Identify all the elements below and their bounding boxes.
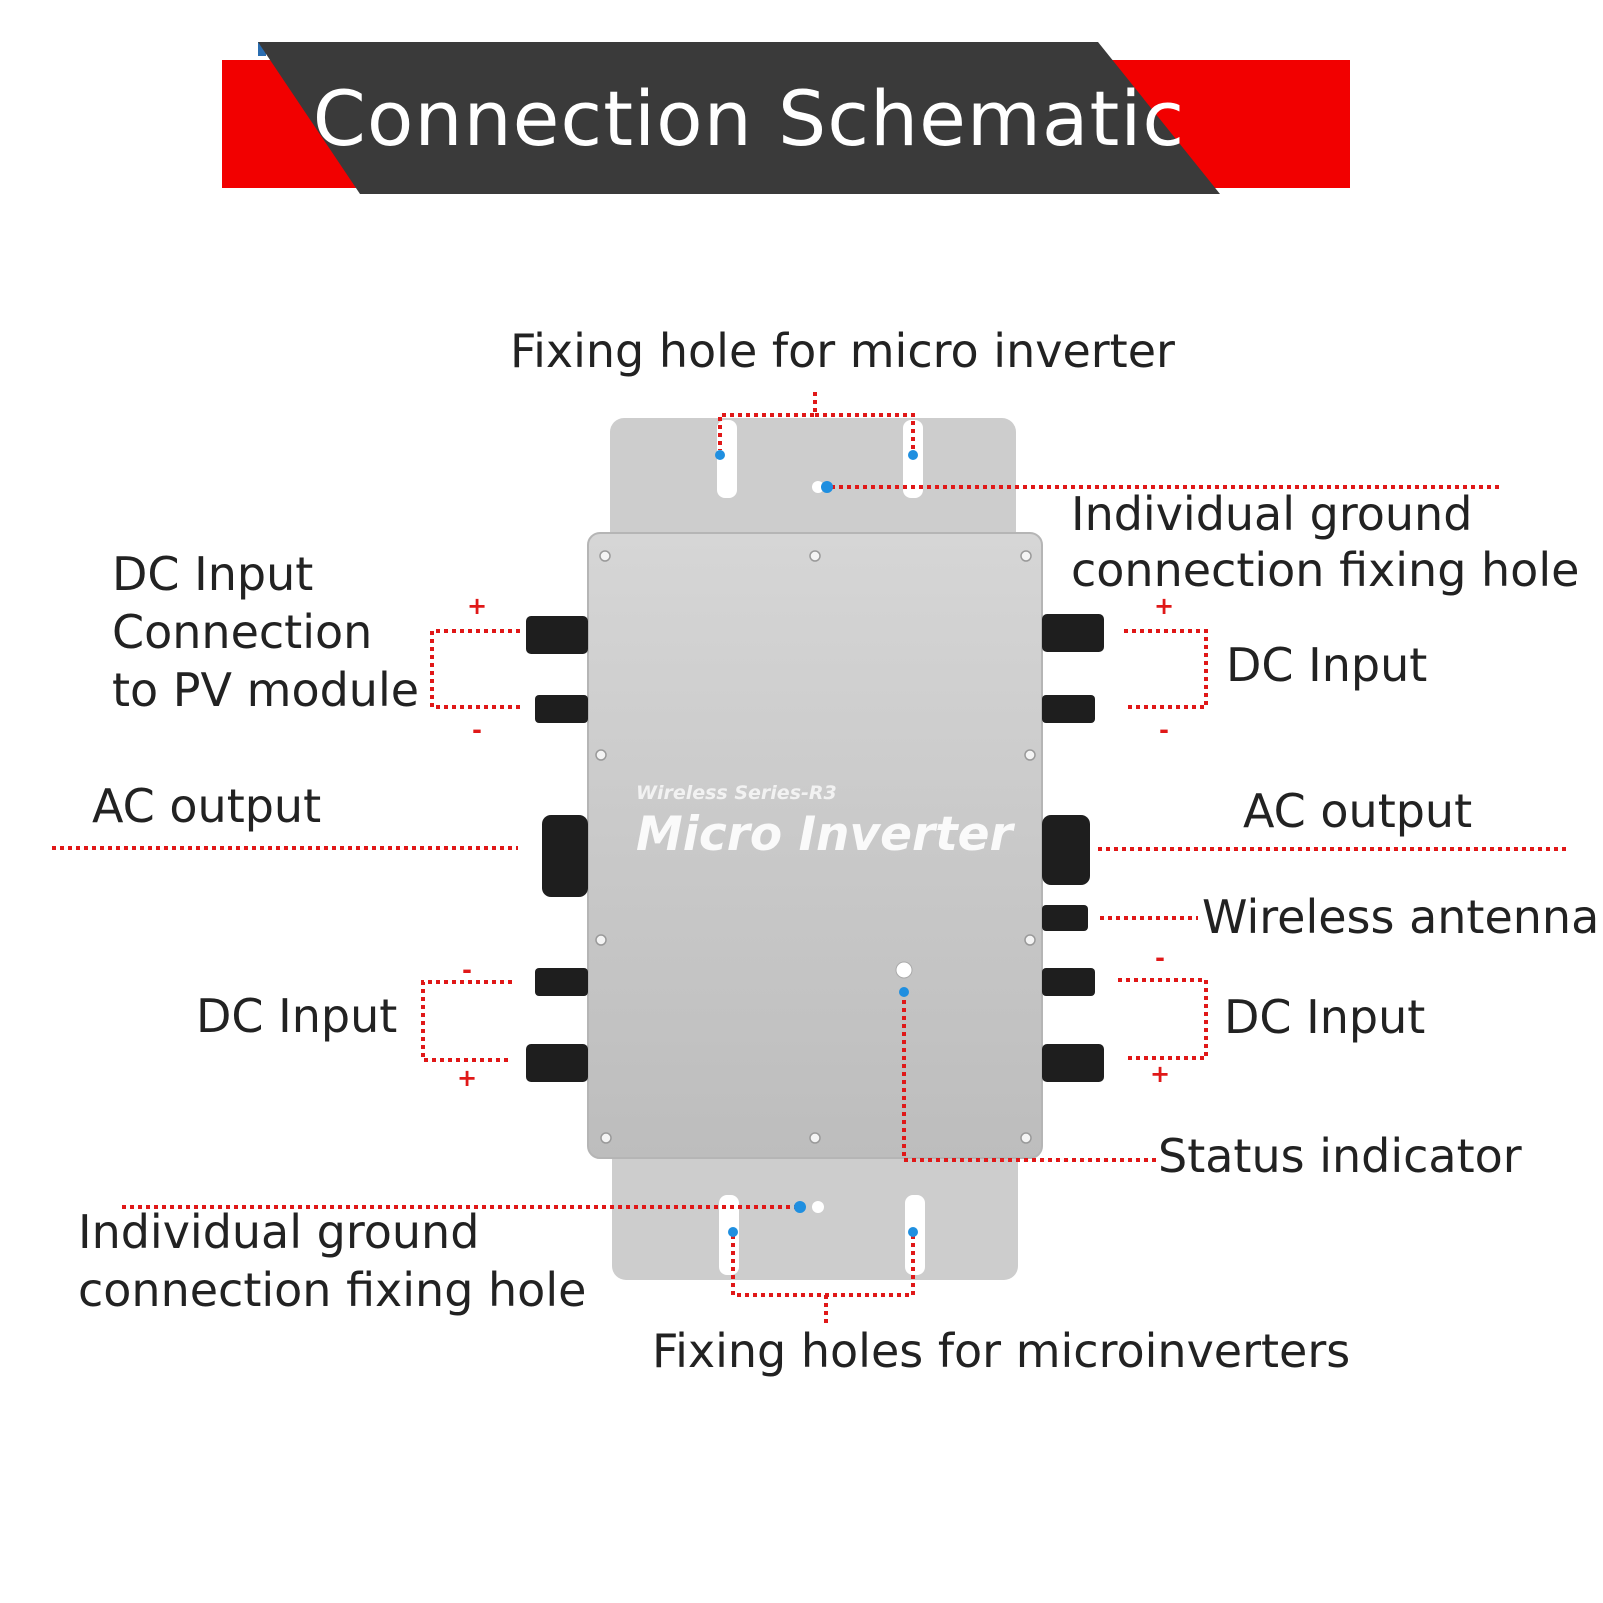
leader-dc-right-top bbox=[1124, 629, 1208, 709]
label-dc-left-top-line3: to PV module bbox=[112, 663, 420, 717]
label-dc-left-top-line1: DC Input bbox=[112, 547, 314, 601]
connectors-right bbox=[1042, 614, 1104, 1082]
plus-sign: + bbox=[457, 1064, 477, 1092]
leader-lines bbox=[52, 392, 1568, 1325]
dc-connector-left-bottom-minus bbox=[535, 968, 588, 996]
mounting-plate-bottom bbox=[612, 1130, 1018, 1280]
plus-sign: + bbox=[467, 592, 487, 620]
device-name-label: Micro Inverter bbox=[636, 807, 1016, 862]
ac-connector-right bbox=[1042, 815, 1090, 885]
plus-sign: + bbox=[1154, 592, 1174, 620]
label-dc-left-top-line2: Connection bbox=[112, 605, 373, 659]
leader-dc-left-top bbox=[430, 629, 520, 709]
page-title: Connection Schematic bbox=[312, 73, 1186, 163]
minus-sign: - bbox=[1159, 716, 1169, 744]
leader-dc-left-bottom bbox=[421, 980, 512, 1062]
banner-blue-accent bbox=[258, 42, 266, 56]
plus-sign: + bbox=[1150, 1060, 1170, 1088]
banner-dark-panel bbox=[258, 42, 1220, 194]
dc-connector-left-top-minus bbox=[535, 695, 588, 723]
dc-connector-right-bottom-minus bbox=[1042, 968, 1095, 996]
device-series-label: Wireless Series-R3 bbox=[636, 782, 837, 804]
label-ac-left: AC output bbox=[92, 779, 322, 833]
label-ground-bottom-line1: Individual ground bbox=[78, 1205, 480, 1259]
label-fixing-holes-bottom: Fixing holes for microinverters bbox=[652, 1324, 1351, 1378]
minus-sign: - bbox=[462, 956, 472, 984]
antenna-connector bbox=[1042, 905, 1088, 931]
leader-fixing-hole-top-right bbox=[815, 413, 915, 450]
label-ground-bottom-line2: connection fixing hole bbox=[78, 1263, 587, 1317]
minus-sign: - bbox=[1155, 944, 1165, 972]
leader-dc-right-bottom bbox=[1118, 978, 1208, 1060]
dc-connector-left-bottom-plus bbox=[526, 1044, 588, 1082]
label-dc-right-bottom: DC Input bbox=[1224, 990, 1426, 1044]
dc-connector-left-top-plus bbox=[526, 616, 588, 654]
label-ac-right: AC output bbox=[1243, 784, 1473, 838]
label-status-indicator: Status indicator bbox=[1158, 1129, 1522, 1183]
label-ground-top-line1: Individual ground bbox=[1071, 487, 1473, 541]
dc-connector-right-top-plus bbox=[1042, 614, 1104, 652]
minus-sign: - bbox=[472, 716, 482, 744]
leader-status-indicator bbox=[902, 992, 1158, 1162]
polarity-marks: + - + - - + - + bbox=[457, 592, 1174, 1092]
anchor-points bbox=[715, 450, 918, 1237]
label-dc-right-top: DC Input bbox=[1226, 638, 1428, 692]
label-fixing-hole-top: Fixing hole for micro inverter bbox=[510, 324, 1175, 378]
dc-connector-right-bottom-plus bbox=[1042, 1044, 1104, 1082]
inverter-body: Wireless Series-R3 Micro Inverter bbox=[587, 532, 1043, 1159]
label-dc-left-bottom: DC Input bbox=[196, 989, 398, 1043]
label-wireless-antenna: Wireless antenna bbox=[1202, 890, 1600, 944]
ac-connector-left bbox=[542, 815, 588, 897]
connectors-left bbox=[526, 616, 588, 1082]
label-ground-top-line2: connection fixing hole bbox=[1071, 543, 1580, 597]
leader-fixing-hole-top bbox=[718, 392, 817, 450]
dc-connector-right-top-minus bbox=[1042, 695, 1095, 723]
